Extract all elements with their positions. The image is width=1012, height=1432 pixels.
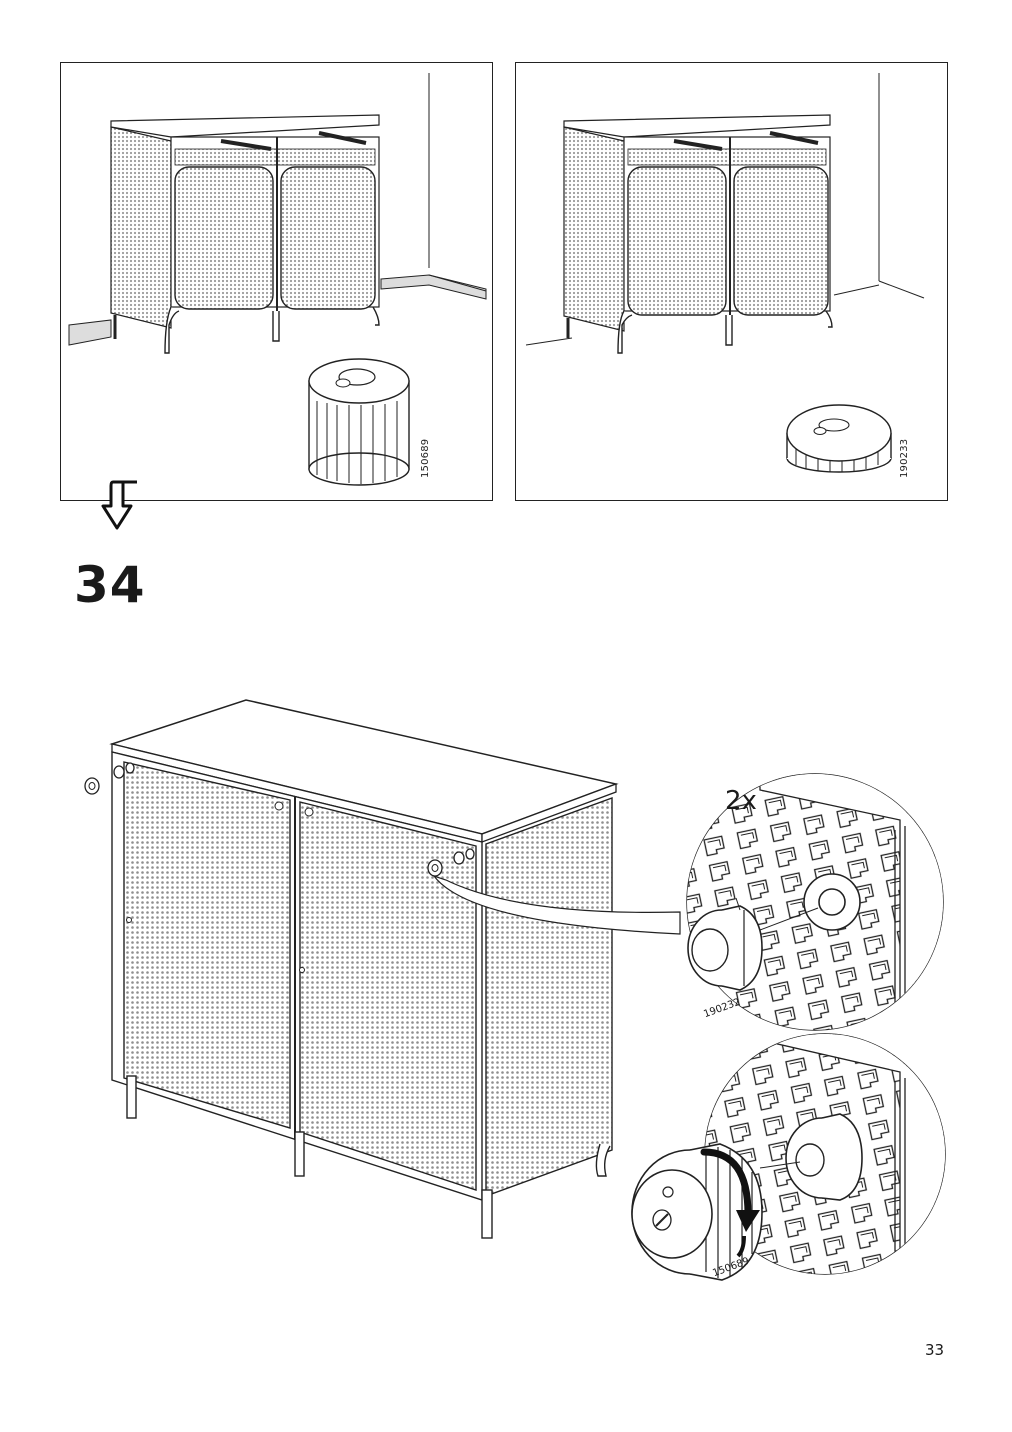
rotate-clockwise-arrow-icon <box>700 1148 760 1258</box>
detail-circle-insert-knob <box>686 773 944 1031</box>
quantity-label: 2x <box>725 786 757 816</box>
knob-part-right <box>427 848 475 877</box>
page-number: 33 <box>925 1341 945 1359</box>
short-knob-part-illustration <box>786 404 892 473</box>
part-code-label: 190233 <box>899 438 910 478</box>
part-code-label: 150689 <box>420 438 431 478</box>
cabinet-short-feet-illustration <box>525 73 925 473</box>
option-panel-tall-feet <box>60 62 493 501</box>
cabinet-tall-feet-illustration <box>68 73 487 486</box>
knob-part-left <box>84 762 135 795</box>
detail-circle-screw-knob <box>631 1033 946 1281</box>
step-down-arrow-icon <box>101 480 137 530</box>
tall-knob-part-illustration <box>308 358 410 486</box>
cabinet-assembly-illustration <box>84 699 946 1281</box>
option-panel-short-feet <box>515 62 948 501</box>
step-number: 34 <box>74 556 146 614</box>
